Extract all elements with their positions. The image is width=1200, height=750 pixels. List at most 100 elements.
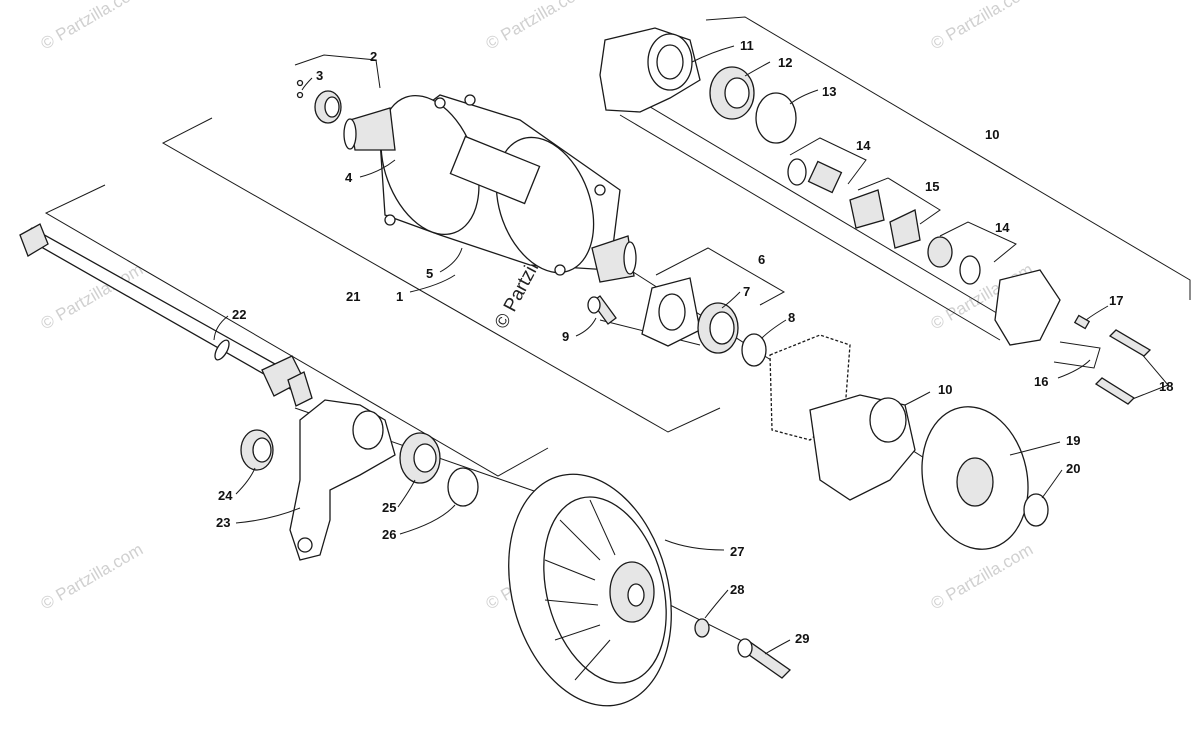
- leader-24: [235, 467, 256, 495]
- callout-18: 18: [1159, 379, 1173, 394]
- bracket-14b: [939, 221, 1017, 263]
- leader-5: [439, 247, 463, 273]
- clutch-fin: [554, 624, 601, 641]
- o-ring: [755, 92, 797, 144]
- bracket-6: [655, 247, 786, 306]
- gearcase-center-tube: [449, 135, 541, 205]
- bracket-10: [705, 16, 1191, 300]
- gearcase-output-spline: [591, 235, 635, 283]
- part-15-pads: [849, 189, 921, 249]
- bolt-head: [737, 638, 753, 658]
- leader-17: [1085, 305, 1109, 321]
- callout-10: 10: [985, 127, 999, 142]
- part-29-bolt: [737, 638, 792, 679]
- clutch-fin: [574, 639, 611, 681]
- part-26-oring: [447, 467, 479, 507]
- clutch-fin: [544, 599, 599, 606]
- callout-15: 15: [925, 179, 939, 194]
- callout-16: 16: [1034, 374, 1048, 389]
- bracket-bore: [352, 410, 384, 450]
- callout-9: 9: [562, 329, 569, 344]
- callout-14-lower: 14: [995, 220, 1010, 235]
- bearing-inner: [724, 77, 750, 109]
- callout-22: 22: [232, 307, 246, 322]
- leader-23: [235, 507, 301, 524]
- shaft-spline-tip: [287, 371, 313, 407]
- callout-23: 23: [216, 515, 230, 530]
- bolt-head: [587, 296, 601, 314]
- washer: [694, 618, 710, 638]
- part-10-caliper-lower: [809, 394, 916, 501]
- callout-labels: 2 3 4 5 1 21 22 6 7 8 9 10 10 11 12 13 1…: [216, 38, 1173, 646]
- leader-28: [704, 589, 729, 619]
- callout-24: 24: [218, 488, 233, 503]
- watermark-text: © Partzilla.com: [38, 0, 147, 53]
- callout-21: 21: [346, 289, 360, 304]
- axis-line: [619, 114, 1001, 341]
- watermark-text: © Partzilla.com: [483, 0, 592, 53]
- part-23-bracket: [289, 399, 396, 561]
- brake-pad: [849, 189, 885, 229]
- leader-12: [744, 61, 771, 77]
- disc-hub: [956, 457, 994, 507]
- axis-line: [629, 94, 1001, 316]
- clutch-fin: [589, 499, 616, 556]
- part-8-ring: [741, 333, 767, 367]
- callout-13: 13: [822, 84, 836, 99]
- watermark-text: © Partzilla.com: [928, 0, 1037, 53]
- plate-hole: [658, 293, 686, 331]
- callout-7: 7: [743, 284, 750, 299]
- leader-7: [721, 291, 741, 309]
- caliper-lower-bore: [869, 397, 907, 443]
- callout-20: 20: [1066, 461, 1080, 476]
- gearcase-output-face: [623, 241, 637, 275]
- part-7-bearing: [697, 302, 739, 354]
- piston: [807, 160, 843, 194]
- part-10-caliper-rear: [994, 269, 1061, 346]
- leader-22: [213, 315, 229, 341]
- bracket-hole: [297, 537, 313, 553]
- callout-14: 14: [856, 138, 871, 153]
- leader-27: [664, 539, 725, 551]
- retaining-pin: [1053, 341, 1101, 369]
- leader-lines: [213, 45, 1109, 655]
- part-18-bolts: [1094, 329, 1152, 405]
- gearcase-spline-face: [343, 118, 357, 150]
- piston: [927, 236, 953, 268]
- clutch-fin: [559, 519, 601, 561]
- leader-16: [1057, 359, 1091, 379]
- o-ring: [447, 467, 479, 507]
- seal: [959, 255, 981, 285]
- leader-19: [1009, 441, 1061, 456]
- bearing-inner: [413, 443, 437, 473]
- callout-17: 17: [1109, 293, 1123, 308]
- bolt: [1094, 377, 1136, 405]
- gearcase-bolt: [464, 94, 476, 106]
- part-17-bleeder: [1073, 314, 1091, 330]
- gearcase-bolt: [434, 97, 446, 109]
- leader-9: [575, 317, 597, 337]
- leader-3: [301, 77, 313, 91]
- clutch-fin: [544, 559, 596, 581]
- part-2-bearing: [314, 90, 342, 124]
- part-27-clutch: [508, 473, 672, 707]
- leader-20: [1041, 469, 1063, 499]
- gearcase-bolt: [384, 214, 396, 226]
- snap-ring: [1023, 493, 1049, 527]
- bolt: [1108, 329, 1152, 357]
- bracket-2: [294, 54, 381, 89]
- leader-10b: [904, 391, 931, 406]
- callout-26: 26: [382, 527, 396, 542]
- bracket-15: [857, 177, 941, 225]
- callout-25: 25: [382, 500, 396, 515]
- leader-25: [397, 479, 416, 508]
- callout-1: 1: [396, 289, 403, 304]
- bushing-inner: [252, 437, 272, 463]
- seal: [787, 158, 807, 186]
- part-25-bearing: [399, 432, 441, 484]
- leader-4: [359, 159, 396, 178]
- clutch-bore: [627, 583, 645, 607]
- part-16-pin: [1053, 341, 1101, 369]
- bracket-21: [44, 184, 549, 477]
